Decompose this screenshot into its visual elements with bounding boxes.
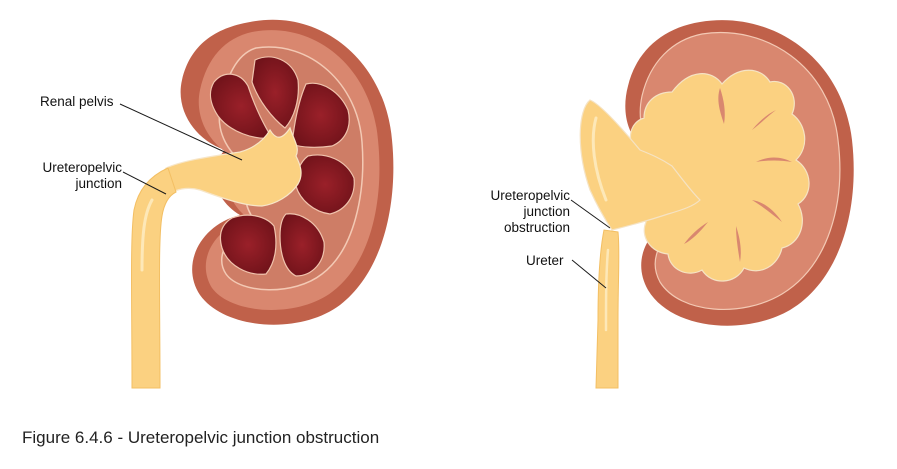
- upj-label-line2: junction: [75, 176, 122, 191]
- ureter-leader: [571, 259, 607, 289]
- ureter-label: Ureter: [526, 253, 564, 268]
- ureter-highlight: [140, 198, 154, 272]
- normal-kidney: [131, 19, 394, 389]
- normal-ureter: [131, 167, 177, 389]
- upjo-label-line2: junction: [523, 204, 570, 219]
- renal-pelvis: [160, 126, 302, 207]
- pyramid: [219, 214, 277, 275]
- renal-pelvis-label: Renal pelvis: [40, 94, 114, 109]
- dilated-renal-pelvis: [579, 99, 701, 231]
- upjo-label: Ureteropelvic junction obstruction: [470, 188, 570, 236]
- upjo-label-line3: obstruction: [503, 220, 570, 235]
- ureter-highlight: [604, 248, 610, 332]
- upj-label: Ureteropelvic junction: [28, 160, 122, 192]
- pyramid: [251, 56, 299, 129]
- upj-leader: [122, 171, 167, 195]
- pyramid: [279, 213, 325, 277]
- pyramid: [291, 82, 350, 148]
- figure-caption: Figure 6.4.6 - Ureteropelvic junction ob…: [22, 428, 380, 447]
- renal-pyramids: [209, 56, 355, 277]
- leader-lines: [119, 103, 611, 289]
- upjo-leader: [570, 199, 611, 229]
- upj-label-line1: Ureteropelvic: [42, 160, 122, 175]
- obstructed-kidney: [579, 20, 854, 389]
- pelvis-highlight: [591, 116, 608, 202]
- calyx-notches: [684, 88, 792, 262]
- upjo-label-line1: Ureteropelvic: [490, 188, 570, 203]
- narrow-ureter: [595, 229, 620, 389]
- renal-pelvis-leader: [119, 103, 243, 161]
